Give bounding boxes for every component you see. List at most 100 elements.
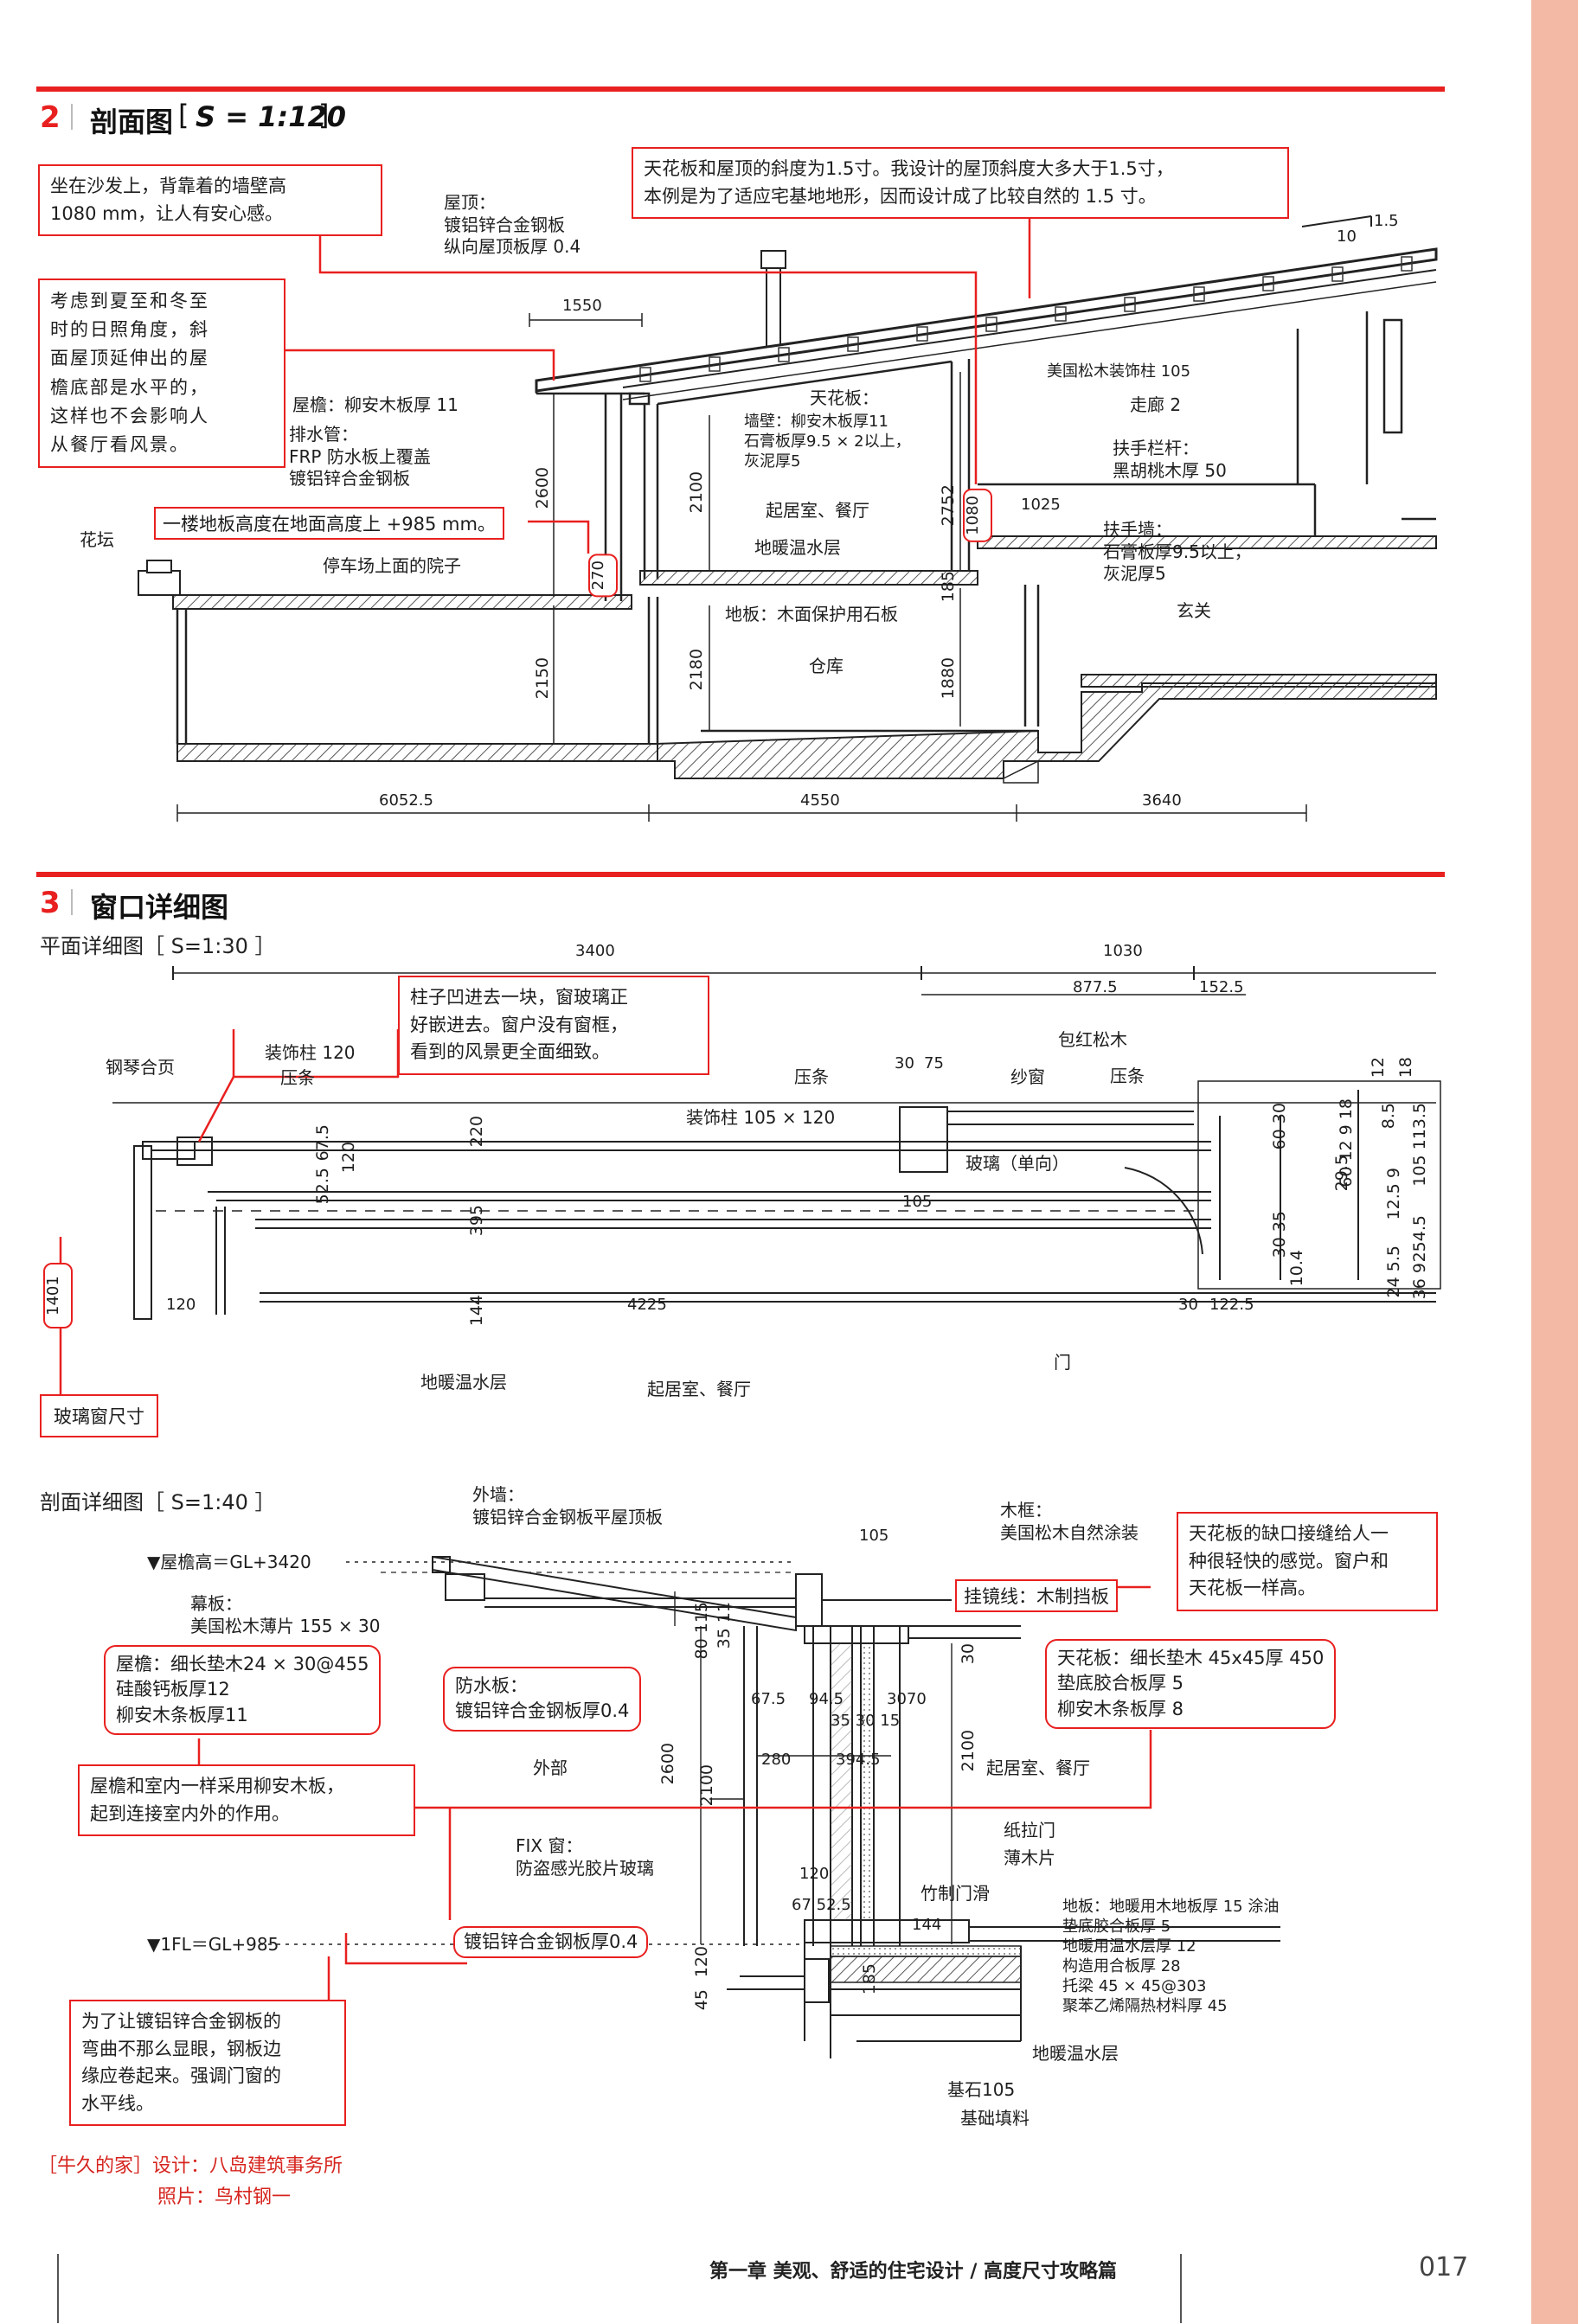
- sec-dim-6752: 67 52.5: [792, 1896, 851, 1914]
- credit-project: ［牛久的家］设计：八岛建筑事务所: [38, 2155, 343, 2177]
- callout-ceiling-gap: 天花板的缺口接缝给人一 种很轻快的感觉。窗户和 天花板一样高。: [1177, 1512, 1438, 1611]
- dim-4550: 4550: [800, 791, 840, 810]
- plan-dim-r5: 8.5: [1379, 1103, 1398, 1130]
- plan-dim-120: 120: [339, 1142, 358, 1174]
- plan-dim-152: 152.5: [1199, 978, 1244, 996]
- label-glass-single: 玻璃（单向）: [965, 1153, 1069, 1174]
- label-floor-layers: 地板：地暖用木地板厚 15 涂油 垫底胶合板厚 5 地暖用温水层厚 12 构造用…: [1062, 1898, 1280, 2016]
- interior-walls: [657, 311, 1436, 571]
- label-paper-door: 纸拉门: [1004, 1820, 1055, 1841]
- label-foundation-fill: 基础填料: [960, 2108, 1030, 2129]
- sec-dim-2600: 2600: [658, 1743, 677, 1785]
- sec-dim-280: 280: [761, 1751, 792, 1769]
- plan-dim-r12: 24 5.5: [1384, 1245, 1403, 1298]
- sec-dim-67: 67.5: [751, 1690, 786, 1708]
- plan-dim-144: 144: [467, 1295, 486, 1327]
- tag-270: 270: [588, 554, 618, 598]
- section-detail-title: 剖面详细图［ S=1:40 ］: [40, 1490, 276, 1514]
- vertical-dims: [553, 372, 961, 744]
- callout-eave-detail: 屋檐：细长垫木24 × 30@455 硅酸钙板厚12 柳安木条板厚11: [104, 1645, 382, 1736]
- label-section-living: 起居室、餐厅: [986, 1757, 1090, 1778]
- section-3-number: 3: [40, 886, 61, 920]
- plan-dim-52: 52.5: [313, 1168, 332, 1205]
- callout-glass-size: 玻璃窗尺寸: [40, 1394, 158, 1437]
- sec-dim-35b: 35 30 15: [831, 1712, 901, 1730]
- footer-left-rule: [57, 2254, 59, 2323]
- sec-dim-144: 144: [912, 1916, 942, 1934]
- slope-num: 1.5: [1374, 212, 1399, 230]
- plan-dim-30: 30: [895, 1054, 914, 1072]
- dim-2100: 2100: [687, 471, 706, 514]
- plan-dim-r8: 12.5 9: [1384, 1168, 1403, 1220]
- plan-dim-r3: 60 30: [1270, 1103, 1289, 1150]
- label-handrail-wall: 扶手墙： 石膏板厚9.5以上， 灰泥厚5: [1103, 519, 1252, 585]
- label-wood-frame: 木框： 美国松木自然涂装: [1000, 1500, 1139, 1543]
- label-bamboo-rail: 竹制门滑: [920, 1883, 990, 1904]
- dim-1025: 1025: [1021, 496, 1061, 514]
- sec-dim-394: 394.5: [836, 1751, 881, 1769]
- plan-dim-220: 220: [467, 1116, 486, 1148]
- callout-column-recess: 柱子凹进去一块，窗玻璃正 好嵌进去。窗户没有窗框， 看到的风景更全面细致。: [398, 976, 709, 1075]
- plan-dim-r9: 254.5: [1410, 1215, 1429, 1263]
- sec-dim-2100: 2100: [697, 1764, 716, 1807]
- plan-dim-1030: 1030: [1103, 942, 1143, 960]
- plan-dim-r10: 30 35: [1270, 1211, 1289, 1258]
- callout-ceiling-detail: 天花板：细长垫木 45x45厚 450 垫底胶合板厚 5 柳安木条板厚 8: [1045, 1639, 1337, 1730]
- dim-185: 185: [939, 571, 958, 603]
- chimney: [760, 250, 786, 346]
- plan-dim-r11: 10.4: [1287, 1250, 1306, 1287]
- label-fascia: 幕板： 美国松木薄片 155 × 30: [190, 1593, 381, 1636]
- label-eave-height: ▼屋檐高＝GL+3420: [147, 1552, 311, 1572]
- callout-waterproof: 防水板： 镀铝锌合金钢板厚0.4: [443, 1667, 642, 1732]
- section-3-rule: [36, 872, 1445, 877]
- plan-dim-105: 105: [902, 1193, 933, 1211]
- sec-dim-45: 45: [692, 1989, 711, 2011]
- dim-1550: 1550: [562, 297, 602, 315]
- section-2-scale: S = 1:120: [196, 100, 346, 133]
- plan-dim-122: 122.5: [1209, 1296, 1254, 1314]
- slope-den: 10: [1337, 227, 1357, 246]
- callout-sofa: 坐在沙发上，背靠着的墙壁高 1080 mm，让人有安心感。: [38, 164, 382, 236]
- plan-dim-4225: 4225: [627, 1296, 667, 1314]
- label-wall: 墙壁：柳安木板厚11 石膏板厚9.5 × 2以上， 灰泥厚5: [744, 413, 911, 471]
- label-foundation-stone: 基石105: [947, 2079, 1016, 2100]
- footer-right-rule: [1180, 2254, 1182, 2323]
- sec-dim-30: 30: [959, 1643, 978, 1665]
- roof-rafters: [639, 256, 1413, 382]
- label-entrance: 玄关: [1177, 600, 1211, 621]
- section-2-scale-close: ]: [318, 99, 330, 131]
- plan-dim-r2: 18: [1396, 1057, 1415, 1079]
- credit-photo: 照片：鸟村钢一: [157, 2186, 292, 2208]
- callout-slope: 天花板和屋顶的斜度为1.5寸。我设计的屋顶斜度大多大于1.5寸， 本例是为了适应…: [632, 147, 1289, 219]
- slope-marker: [1301, 215, 1372, 227]
- sec-dim-3070: 3070: [887, 1690, 927, 1708]
- label-living: 起居室、餐厅: [766, 500, 869, 521]
- yard-ground: [138, 560, 632, 610]
- dim-2150: 2150: [533, 657, 552, 700]
- label-plan-living: 起居室、餐厅: [647, 1379, 751, 1399]
- plan-dim-3400: 3400: [575, 942, 615, 960]
- label-1fl: ▼1FL＝GL+985: [147, 1934, 279, 1955]
- section-detail-dims: [260, 1561, 953, 1945]
- footer-chapter: 第一章 美观、舒适的住宅设计 / 高度尺寸攻略篇: [709, 2261, 1118, 2282]
- callout-hang-line: 挂镜线：木制挡板: [955, 1579, 1118, 1612]
- dim-2600: 2600: [533, 467, 552, 509]
- tag-1401: 1401: [43, 1263, 73, 1328]
- dim-6052: 6052.5: [379, 791, 433, 810]
- page-edge-tab: [1531, 0, 1578, 2324]
- dim-1880: 1880: [939, 657, 958, 700]
- label-deco-post-120: 装饰柱 120: [265, 1042, 356, 1063]
- label-floor-heating: 地暖温水层: [754, 537, 841, 558]
- sec-dim-120: 120: [799, 1865, 830, 1883]
- plan-dim-r13: 36 9: [1410, 1263, 1429, 1300]
- callout-steel-plate: 镀铝锌合金钢板厚0.4: [453, 1926, 649, 1959]
- label-press-strip-3: 压条: [1110, 1066, 1145, 1086]
- dim-bottom-line: [176, 804, 1307, 822]
- sec-dim-120b: 120: [692, 1946, 711, 1978]
- page-number: 017: [1419, 2252, 1469, 2282]
- section-detail-hatch: [830, 1643, 1022, 1983]
- plan-dim-120b: 120: [166, 1296, 196, 1314]
- plan-leaders: [59, 1029, 400, 1407]
- section-2-scale-open: [: [178, 99, 189, 131]
- label-eave-board: 屋檐：柳安木板厚 11: [292, 394, 459, 415]
